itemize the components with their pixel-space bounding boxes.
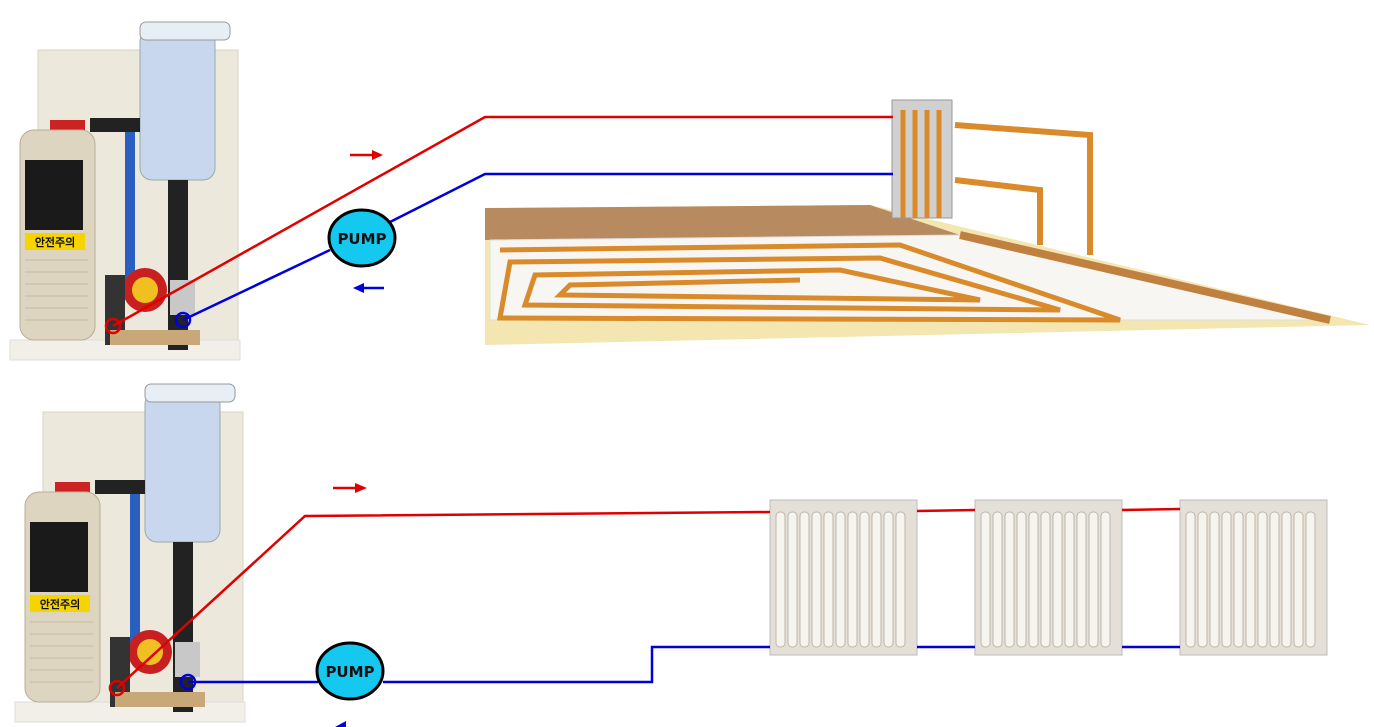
supply-port-bottom	[108, 679, 126, 697]
pump-label: PUMP	[325, 663, 374, 681]
boiler-warning-label: 안전주의	[40, 597, 80, 611]
return-line-top	[182, 248, 331, 322]
pump-label: PUMP	[337, 230, 386, 248]
floor-heating	[485, 99, 1370, 345]
return-port-top	[174, 311, 192, 329]
flow-arrow-return-top	[353, 283, 384, 293]
supply-port-top	[104, 317, 122, 335]
pump-bottom: PUMP	[315, 641, 385, 701]
radiator-1	[769, 499, 918, 656]
supply-link-2-3	[1121, 507, 1181, 512]
boiler-unit-bottom: 안전주의	[14, 383, 246, 723]
supply-link-1-2	[916, 508, 976, 513]
boiler-unit-top: 안전주의	[9, 21, 241, 361]
return-line-top-2	[389, 172, 893, 224]
supply-line-top	[112, 115, 893, 328]
radiator-2	[974, 499, 1123, 656]
flow-arrow-supply-bottom	[333, 483, 367, 493]
flow-arrow-supply-top	[350, 150, 383, 160]
pump-top: PUMP	[327, 208, 397, 268]
supply-line-bottom	[116, 510, 771, 689]
boiler-warning-label: 안전주의	[35, 235, 75, 249]
return-line-bottom-2	[383, 645, 770, 684]
flow-arrow-return-bottom	[335, 721, 346, 727]
radiator-3	[1179, 499, 1328, 656]
return-port-bottom	[179, 673, 197, 691]
